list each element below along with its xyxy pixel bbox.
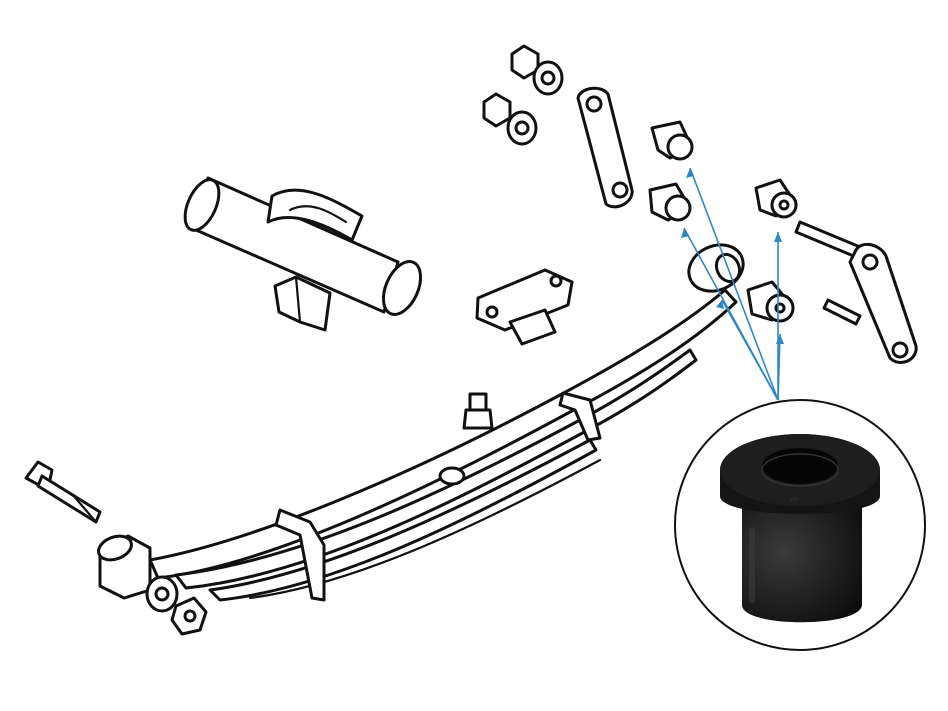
pointer-lines: [681, 167, 784, 401]
shackle-plate-upper: [576, 86, 634, 209]
leaf-spring: [148, 243, 745, 602]
bushing-marking: ...: [789, 491, 798, 502]
center-bolt: [462, 392, 494, 430]
nuts-washers: [482, 44, 564, 146]
bushings: [648, 120, 798, 323]
spring-plate: [475, 268, 574, 346]
shackle-assembly-right: [794, 220, 918, 364]
front-eye-hardware: [24, 460, 208, 636]
axle-tube: [183, 176, 423, 332]
rubber-bushing-photo: ...: [720, 434, 880, 623]
inset-photo: ...: [674, 399, 926, 651]
